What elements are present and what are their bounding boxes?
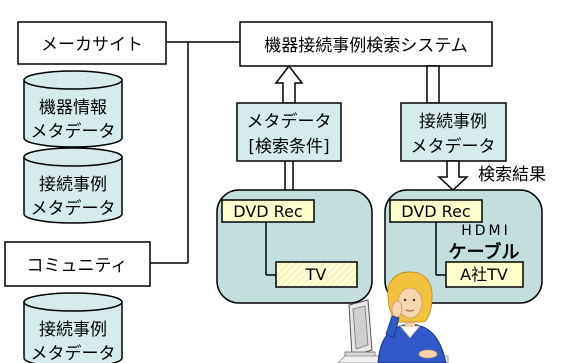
cyl-connection-2-line1: 接続事例 [39,320,107,340]
cyl-connection-1-line1: 接続事例 [39,175,107,195]
right-dvd-rec-label: DVD Rec [401,202,470,221]
right-tv-label: A社TV [460,265,508,284]
community-label: コミュニティ [27,256,128,276]
left-setup-panel: DVD Rec TV [216,189,373,304]
connection-box-line2: メタデータ [411,136,496,157]
left-tv-label: TV [305,265,327,284]
arrow-down-from-system [426,65,440,104]
double-line-connector [284,161,294,190]
arrow-up-to-system [274,64,304,104]
connection-metadata-box: 接続事例 メタデータ [400,102,507,162]
cable-label: ケーブル [449,241,520,263]
search-result-label: 検索結果 [478,165,546,185]
arrow-down-search-result [437,160,469,192]
left-dvd-rec-box [221,199,315,223]
metadata-search-condition-box: メタデータ [検索条件] [236,102,342,162]
right-setup-panel: DVD Rec HDMI ケーブル A社TV [384,189,543,304]
cylinder-connection-1: 接続事例 メタデータ [23,147,123,224]
right-dvd-rec-box [389,199,483,223]
connector-lines [150,41,240,264]
person-at-computer-illustration [337,271,449,363]
search-system-box: 機器接続事例検索システム [239,21,493,67]
cyl-device-info-line2: メタデータ [31,121,116,142]
left-tv-box [275,261,358,288]
connection-box-line1: 接続事例 [419,112,487,132]
left-dvd-rec-label: DVD Rec [233,202,302,221]
search-system-label: 機器接続事例検索システム [264,36,468,56]
metadata-box-line2: [検索条件] [248,137,329,157]
cyl-connection-2-line2: メタデータ [31,343,116,363]
community-box: コミュニティ [4,241,151,287]
cyl-device-info-line1: 機器情報 [39,98,107,118]
maker-site-box: メーカサイト [17,21,167,65]
metadata-box-line1: メタデータ [247,111,332,132]
cyl-connection-1-line2: メタデータ [31,198,116,219]
maker-site-label: メーカサイト [41,35,143,55]
cylinder-device-info: 機器情報 メタデータ [23,70,123,148]
hdmi-label: HDMI [461,223,511,239]
cylinder-connection-2: 接続事例 メタデータ [23,292,123,363]
right-tv-box [445,261,524,288]
